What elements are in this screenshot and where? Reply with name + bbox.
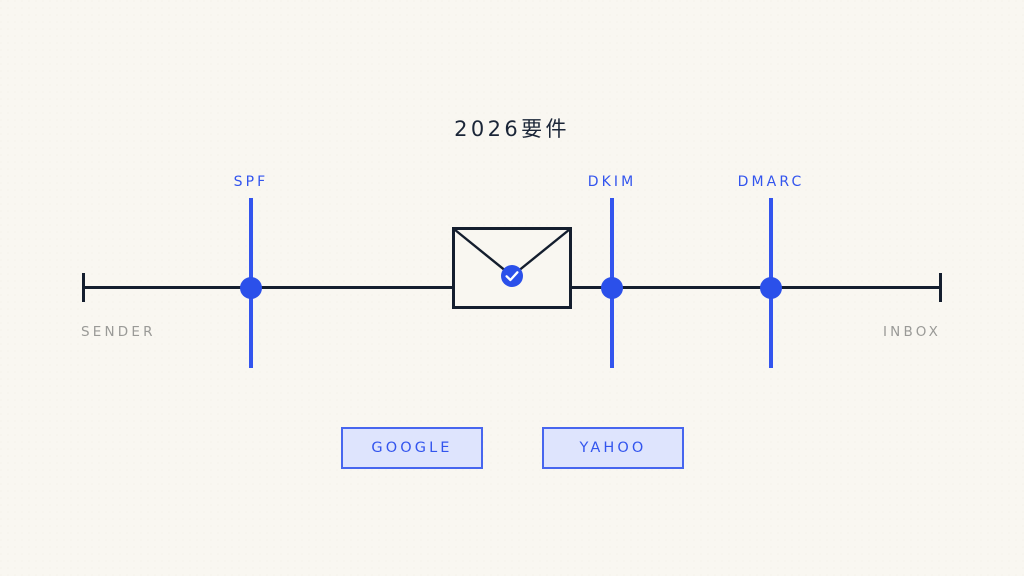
provider-button-group: GOOGLE YAHOO [341,427,684,469]
provider-button-yahoo[interactable]: YAHOO [542,427,684,469]
stage-label-spf: SPF [233,174,269,190]
timeline-start-label: SENDER [81,324,156,340]
timeline-start-cap [82,273,85,302]
stage-label-dkim: DKIM [587,174,637,190]
stage-label-dmarc: DMARC [737,174,805,190]
stage-dot-dkim[interactable] [601,277,623,299]
checkmark-icon [505,271,519,282]
stage-dot-dmarc[interactable] [760,277,782,299]
check-circle-icon [501,265,523,287]
timeline-end-label: INBOX [883,324,942,340]
provider-button-google[interactable]: GOOGLE [341,427,483,469]
envelope-icon [452,227,572,309]
stage-dot-spf[interactable] [240,277,262,299]
page-title: 2026要件 [454,117,570,141]
timeline-end-cap [939,273,942,302]
